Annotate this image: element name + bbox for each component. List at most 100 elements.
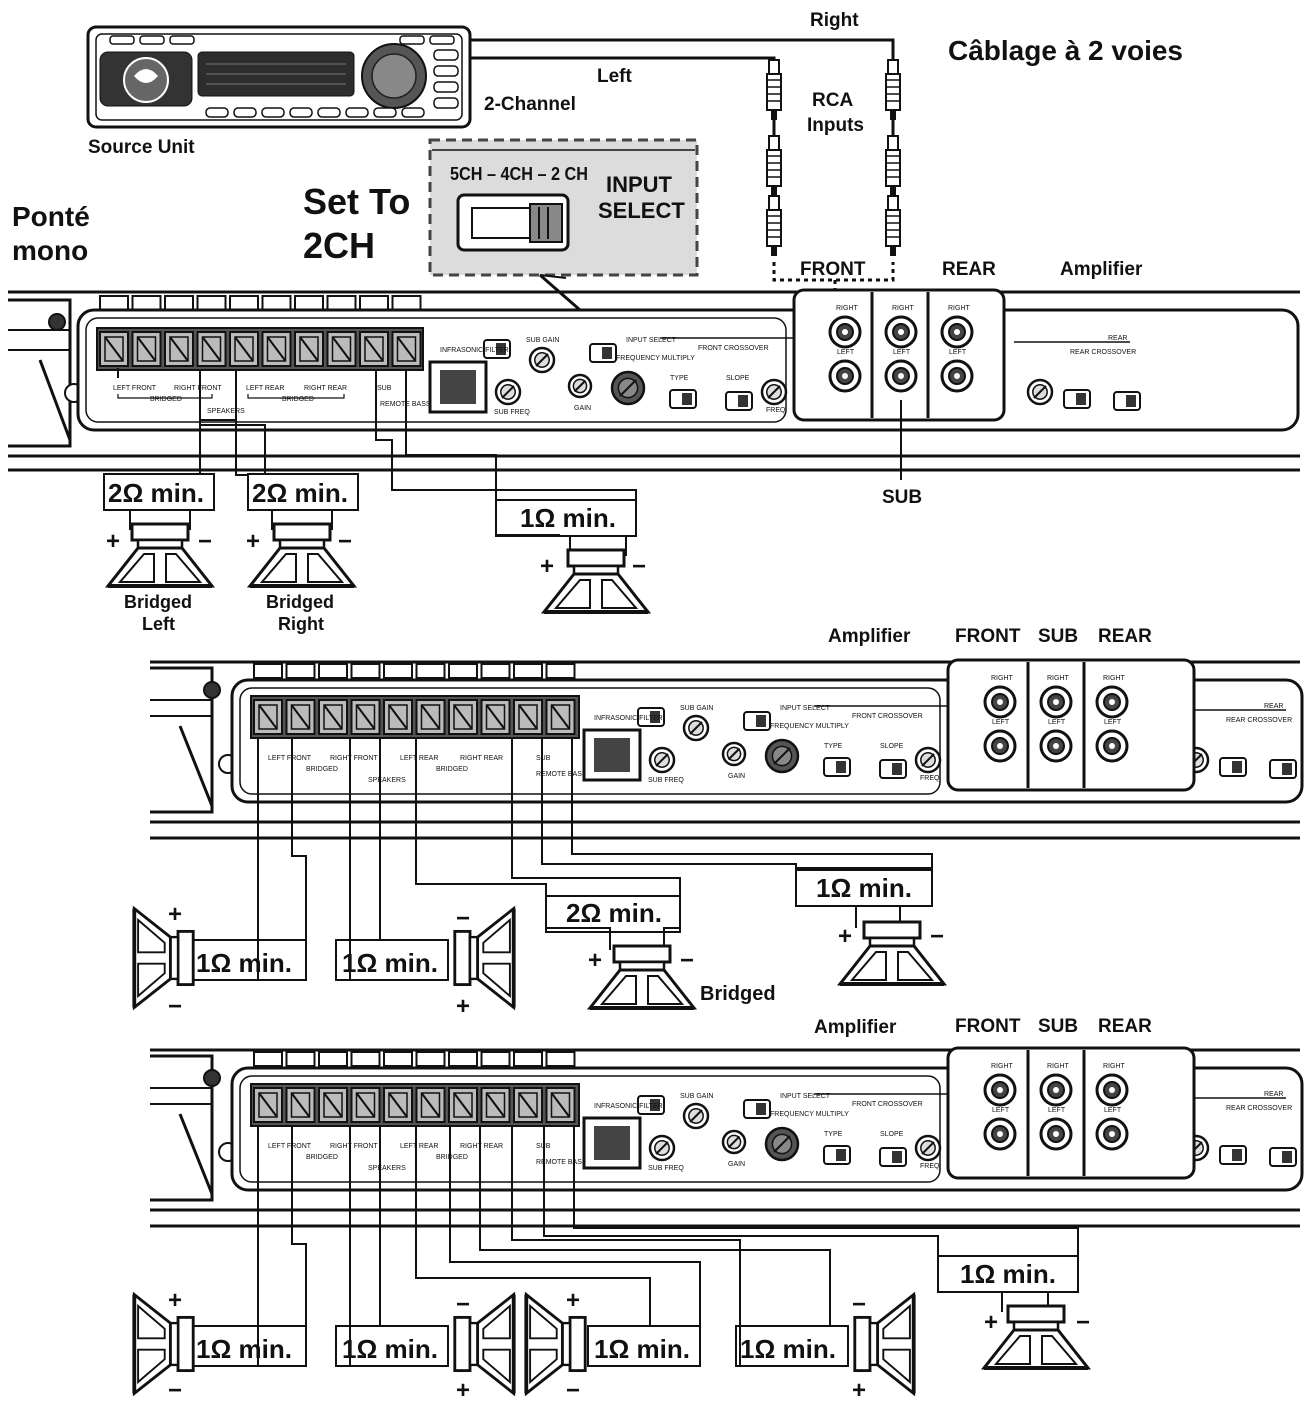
speakers-label: SPEAKERS	[368, 1165, 406, 1172]
amp1-sub-label: SUB	[882, 487, 922, 508]
terminal-screw-slot	[355, 1092, 376, 1118]
amp1-rear-label: REAR	[942, 259, 996, 280]
toggle-slider	[836, 1149, 846, 1161]
plus-sign: +	[852, 1377, 866, 1401]
terminal-screw-slot	[453, 1092, 473, 1118]
heatsink-tab	[326, 295, 357, 311]
knob-indicator	[773, 1135, 791, 1153]
amp3-sub-label: SUB	[1038, 1016, 1078, 1037]
svg-text:INPUT SELECT: INPUT SELECT	[780, 705, 831, 712]
load-2ohm-right: 2Ω min.	[252, 478, 348, 508]
plus-sign: +	[566, 1287, 580, 1314]
terminal-screw-slot	[550, 1092, 571, 1118]
plus-sign: +	[838, 923, 852, 950]
terminal-screw-icon	[485, 704, 506, 730]
mode-label-line2: mono	[12, 235, 88, 266]
terminal-label-right-front: RIGHT FRONT	[330, 755, 378, 762]
rca-inputs-label-1: RCA	[812, 90, 853, 111]
rca-plug-tip	[887, 135, 899, 151]
terminal-screw-icon	[485, 1092, 506, 1118]
speaker-magnet	[176, 1315, 195, 1373]
rca-jack-pin	[1109, 699, 1115, 705]
rca-jack-pin	[1109, 1087, 1115, 1093]
heatsink-tab	[383, 663, 413, 679]
svg-text:RIGHT: RIGHT	[991, 1063, 1014, 1070]
speaker-cone-detail	[482, 962, 511, 999]
speaker-icon	[524, 1291, 587, 1397]
terminal-screw-slot	[201, 336, 222, 362]
rca-jack-pin	[954, 373, 960, 379]
caption-bridged-right-2: Right	[278, 614, 324, 634]
speaker-cone-detail	[647, 975, 685, 1005]
rca-plug-pin	[771, 246, 777, 256]
toggle-slider	[1282, 763, 1292, 775]
speaker-magnet	[862, 920, 922, 940]
speaker-cone	[476, 905, 516, 1011]
rca-plug-tip	[887, 195, 899, 211]
heatsink-tab	[415, 1051, 446, 1067]
terminal-screw-icon	[169, 336, 189, 362]
speaker-cone-detail	[137, 1303, 166, 1340]
terminal-screw-icon	[331, 336, 352, 362]
terminal-screw-slot	[104, 336, 124, 362]
svg-text:RIGHT: RIGHT	[948, 305, 971, 312]
terminal-label-right-rear: RIGHT REAR	[460, 755, 503, 762]
speaker-cone	[476, 1291, 516, 1397]
speaker-icon	[104, 522, 216, 588]
terminal-screw-slot	[355, 704, 376, 730]
rca-inputs-label-2: Inputs	[807, 115, 864, 136]
speaker-cone	[104, 546, 216, 588]
terminal-screw-slot	[485, 1092, 506, 1118]
load-1ohm-b: 1Ω min.	[342, 948, 438, 978]
heatsink-tab	[318, 663, 348, 679]
svg-text:SUB FREQ: SUB FREQ	[648, 777, 684, 784]
speaker-cone-detail	[553, 579, 591, 609]
rca-jack-pin	[1053, 1087, 1059, 1093]
input-select-label-2: SELECT	[598, 198, 685, 223]
toggle-slider	[756, 1103, 766, 1115]
toggle-slider	[496, 343, 506, 355]
svg-text:LEFT: LEFT	[1104, 1107, 1122, 1114]
load-1ohm-sub: 1Ω min.	[520, 503, 616, 533]
speaker-icon	[853, 1291, 916, 1397]
speaker-cone-detail	[599, 975, 637, 1005]
plus-sign: +	[168, 1287, 182, 1314]
svg-text:REAR: REAR	[1264, 1091, 1283, 1098]
svg-text:SUB FREQ: SUB FREQ	[494, 409, 530, 416]
heatsink-tab	[448, 1051, 478, 1067]
heatsink-tab	[131, 295, 162, 311]
speaker-icon	[586, 944, 698, 1010]
plus-sign: +	[106, 528, 120, 555]
terminal-screw-icon	[453, 1092, 473, 1118]
speaker-icon	[246, 522, 358, 588]
heatsink-tab	[285, 663, 316, 679]
speaker-magnet	[1006, 1304, 1066, 1324]
terminal-screw-slot	[420, 704, 441, 730]
load-1ohm-a: 1Ω min.	[196, 1334, 292, 1364]
plus-sign: +	[540, 553, 554, 580]
rca-plug-tip	[768, 195, 780, 211]
caption-bridged-left-1: Bridged	[124, 592, 192, 612]
svg-text:RIGHT: RIGHT	[991, 675, 1014, 682]
terminal-screw-slot	[388, 704, 408, 730]
switch-slider[interactable]	[529, 203, 563, 243]
minus-sign: −	[456, 905, 470, 932]
rca-jack-pin	[1053, 699, 1059, 705]
source-unit-label: Source Unit	[88, 137, 195, 158]
knob-indicator	[655, 1141, 669, 1155]
load-2ohm-left: 2Ω min.	[108, 478, 204, 508]
heatsink-tab	[253, 1051, 283, 1067]
rca-plug-pin	[890, 110, 896, 120]
terminal-screw-slot	[169, 336, 189, 362]
toggle-slider	[836, 761, 846, 773]
terminal-screw-slot	[258, 704, 278, 730]
terminal-screw-icon	[364, 336, 384, 362]
caption-bridged-left-2: Left	[142, 614, 175, 634]
minus-sign: −	[338, 528, 352, 555]
rca-jack-pin	[898, 373, 904, 379]
svg-text:LEFT: LEFT	[1104, 719, 1122, 726]
speaker-wires-2	[191, 738, 933, 981]
toggle-slider	[1232, 761, 1242, 773]
svg-text:INFRASONIC FILTER: INFRASONIC FILTER	[594, 1103, 663, 1110]
rca-jack-pin	[997, 1131, 1003, 1137]
